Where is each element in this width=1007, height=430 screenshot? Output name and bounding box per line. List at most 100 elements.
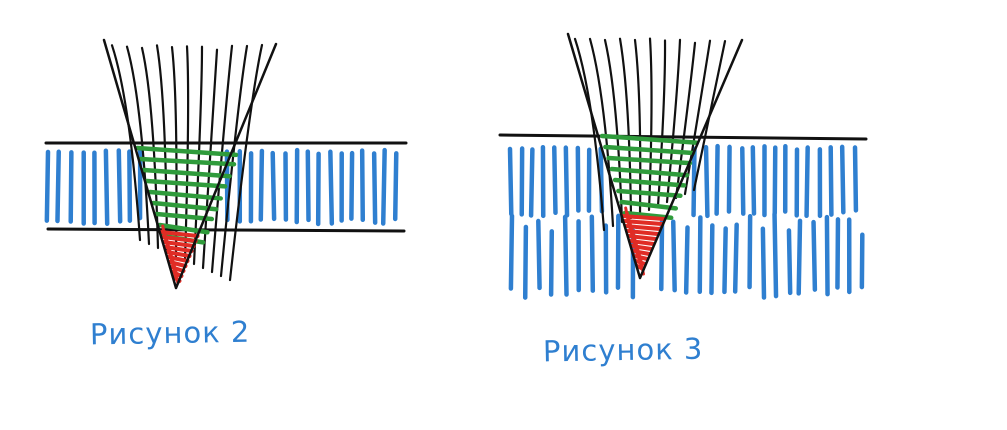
figure-3-caption: Рисунок 3 xyxy=(542,331,704,369)
layer-stripe xyxy=(270,150,277,222)
green-zone-stroke xyxy=(147,189,223,201)
hatch-stroke xyxy=(603,38,624,224)
red-zone-stroke xyxy=(620,214,666,221)
layer-stripe xyxy=(804,145,810,219)
hatch-stroke xyxy=(588,37,615,228)
layer-stripe xyxy=(552,145,558,216)
layer-stripe xyxy=(349,150,355,221)
layer-stripe xyxy=(392,151,399,222)
green-zone-stroke xyxy=(603,144,696,156)
layer-stripe xyxy=(575,145,581,213)
figure-2 xyxy=(44,38,408,290)
figure-3 xyxy=(498,32,868,300)
layer-stripe xyxy=(811,219,818,292)
figure-2-layer-stripes xyxy=(44,147,399,227)
layer-stripe xyxy=(659,219,665,292)
hatch-stroke xyxy=(219,44,249,278)
layer-stripe xyxy=(722,226,728,295)
layer-stripe xyxy=(824,214,830,297)
layer-stripe xyxy=(68,150,74,224)
layer-stripe xyxy=(548,229,555,297)
layer-stripe xyxy=(528,147,535,218)
figure-3-green-zone xyxy=(599,133,699,221)
layer-stripe xyxy=(44,149,51,223)
hatch-stroke xyxy=(228,43,264,282)
layer-stripe xyxy=(828,145,834,217)
red-zone-stroke xyxy=(160,235,198,243)
figure-2-indenter-hatching xyxy=(110,43,264,282)
hatch-stroke xyxy=(633,38,642,216)
layer-stripe xyxy=(371,151,378,225)
indenter-outline xyxy=(566,32,744,280)
red-zone-stroke xyxy=(158,230,200,238)
green-zone-stroke xyxy=(606,155,693,166)
green-zone-stroke xyxy=(612,177,687,188)
layer-stripe xyxy=(732,222,739,294)
layer-stripe xyxy=(563,145,570,218)
green-zone-stroke xyxy=(154,211,215,222)
layer-stripe xyxy=(772,211,779,299)
layer-stripe xyxy=(691,146,697,218)
green-zone-stroke xyxy=(135,145,239,158)
layer-stripe xyxy=(328,149,335,226)
layer-stripe xyxy=(839,144,846,215)
layer-stripe xyxy=(726,144,732,214)
hatch-stroke xyxy=(692,39,727,192)
figure-3-indenter-outline xyxy=(566,32,744,280)
green-zone-stroke xyxy=(141,167,232,179)
layer-stripe xyxy=(750,145,757,216)
layer-stripe xyxy=(709,223,715,296)
layer-stripe xyxy=(127,149,133,223)
layer-stripe xyxy=(714,143,720,216)
layer-stripe xyxy=(835,217,841,290)
layer-stripe xyxy=(747,213,753,290)
layer-stripe xyxy=(760,226,767,300)
layer-stripe xyxy=(359,148,366,223)
layer-stripe xyxy=(772,145,778,216)
layer-stripe xyxy=(740,146,746,216)
hatch-stroke xyxy=(192,45,204,266)
hatch-stroke xyxy=(656,39,667,208)
hatch-stroke xyxy=(665,38,682,204)
layer-stripe xyxy=(536,218,542,291)
layer-stripe xyxy=(507,146,514,217)
hatch-stroke xyxy=(125,45,151,246)
green-zone-stroke xyxy=(144,178,228,189)
green-zone-stroke xyxy=(138,156,237,167)
layer-stripe xyxy=(103,148,110,226)
hatch-stroke xyxy=(201,48,219,270)
layer-stripe xyxy=(852,145,859,213)
layer-stripe xyxy=(683,225,690,295)
figure-2-indenter-outline xyxy=(102,38,278,290)
hatch-stroke xyxy=(183,45,190,262)
hatch-stroke xyxy=(170,46,178,258)
indenter-outline xyxy=(102,38,278,290)
layer-stripe xyxy=(703,145,710,219)
layer-stripe xyxy=(116,148,123,224)
layer-stripe xyxy=(55,149,61,224)
layer-stripe xyxy=(697,215,703,295)
hatch-stroke xyxy=(210,44,234,274)
green-zone-stroke xyxy=(619,199,679,211)
layer-stripe xyxy=(589,214,596,293)
layer-stripe xyxy=(786,228,793,296)
figure-2-caption: Рисунок 2 xyxy=(89,314,251,352)
green-zone-stroke xyxy=(616,188,683,199)
green-zone-stroke xyxy=(609,166,690,178)
layer-stripe xyxy=(562,214,569,297)
red-zone-stroke xyxy=(174,269,180,285)
layer-stripe xyxy=(796,218,803,296)
figure-3-red-zone xyxy=(620,206,666,276)
green-zone-stroke xyxy=(599,133,699,145)
green-zone-stroke xyxy=(151,200,219,212)
layer-stripe xyxy=(305,149,311,223)
layer-stripe xyxy=(380,147,387,226)
red-zone-stroke xyxy=(631,249,652,256)
layer-stripe xyxy=(258,148,265,222)
layer-stripe xyxy=(508,213,515,291)
layer-stripe xyxy=(670,219,677,293)
hatch-stroke xyxy=(683,39,712,196)
figure-2-red-zone xyxy=(158,224,200,285)
